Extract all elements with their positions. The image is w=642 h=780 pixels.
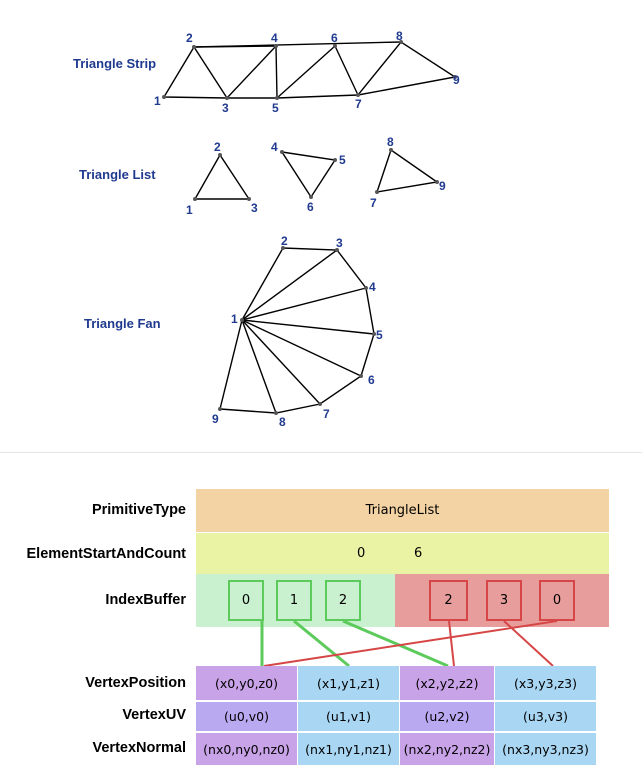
element-count: 6: [414, 546, 423, 561]
vertex-position-label: VertexPosition: [85, 675, 186, 691]
uv-cell: (u2,v2): [400, 702, 494, 731]
second-triangle-links: [263, 620, 558, 667]
fan-vertex-9: 9: [212, 412, 219, 426]
strip-vertex-5: 5: [272, 101, 279, 115]
triangle-fan-shape: [218, 246, 376, 415]
triangle-list-shapes: [193, 148, 439, 201]
section-divider: [0, 452, 642, 453]
strip-vertex-6: 6: [331, 31, 338, 45]
normal-cell: (nx2,ny2,nz2): [400, 733, 494, 765]
normal-cell: (nx1,ny1,nz1): [298, 733, 399, 765]
list-vertex-2: 2: [214, 140, 221, 154]
triangle-list-label: Triangle List: [79, 167, 156, 182]
vertex-normal-label: VertexNormal: [92, 740, 187, 756]
strip-vertex-8: 8: [396, 29, 403, 43]
fan-vertex-7: 7: [323, 407, 330, 421]
fan-vertex-4: 4: [369, 280, 376, 294]
triangle-strip-vertices: [162, 40, 457, 100]
list-vertex-9: 9: [439, 179, 446, 193]
fan-vertex-6: 6: [368, 373, 375, 387]
list-vertex-7: 7: [370, 196, 377, 210]
element-start-count-label: ElementStartAndCount: [26, 546, 187, 562]
list-vertex-8: 8: [387, 135, 394, 149]
index-cell: 0: [228, 580, 264, 621]
element-start: 0: [357, 546, 366, 561]
uv-cell: (u1,v1): [298, 702, 399, 731]
strip-vertex-4: 4: [271, 31, 278, 45]
triangle-strip-label: Triangle Strip: [73, 56, 156, 71]
triangle-fan-label: Triangle Fan: [84, 316, 161, 331]
first-triangle-links: [260, 619, 449, 668]
primitive-type-label: PrimitiveType: [91, 502, 186, 518]
vertex-uv-label: VertexUV: [122, 707, 186, 723]
list-vertex-5: 5: [339, 153, 346, 167]
list-vertex-3: 3: [251, 201, 258, 215]
fan-vertex-8: 8: [279, 415, 286, 429]
primitive-type-value: TriangleList: [196, 489, 609, 532]
index-cell: 1: [276, 580, 312, 621]
triangle-strip-shape: [163, 41, 457, 100]
index-buffer-label: IndexBuffer: [105, 592, 186, 608]
position-cell: (x0,y0,z0): [196, 666, 297, 700]
fan-vertex-5: 5: [376, 328, 383, 342]
list-vertex-6: 6: [307, 200, 314, 214]
fan-vertex-1: 1: [231, 312, 238, 326]
index-cell: 3: [486, 580, 522, 621]
index-cell: 2: [429, 580, 468, 621]
position-cell: (x2,y2,z2): [400, 666, 494, 700]
normal-cell: (nx0,ny0,nz0): [196, 733, 297, 765]
position-cell: (x1,y1,z1): [298, 666, 399, 700]
fan-vertex-3: 3: [336, 236, 343, 250]
index-cell: 2: [325, 580, 361, 621]
element-start-count-band: 0 6: [196, 533, 609, 574]
normal-cell: (nx3,ny3,nz3): [495, 733, 596, 765]
list-vertex-4: 4: [271, 140, 278, 154]
strip-vertex-1: 1: [154, 94, 161, 108]
strip-vertex-9: 9: [453, 73, 460, 87]
strip-vertex-2: 2: [186, 31, 193, 45]
topology-diagram: Triangle Strip 1 2 3 4 5 6 7 8 9 Triangl…: [73, 29, 460, 429]
list-vertex-1: 1: [186, 203, 193, 217]
uv-cell: (u0,v0): [196, 702, 297, 731]
strip-vertex-3: 3: [222, 101, 229, 115]
uv-cell: (u3,v3): [495, 702, 596, 731]
index-cell: 0: [539, 580, 575, 621]
position-cell: (x3,y3,z3): [495, 666, 596, 700]
fan-vertex-2: 2: [281, 234, 288, 248]
strip-vertex-7: 7: [355, 97, 362, 111]
